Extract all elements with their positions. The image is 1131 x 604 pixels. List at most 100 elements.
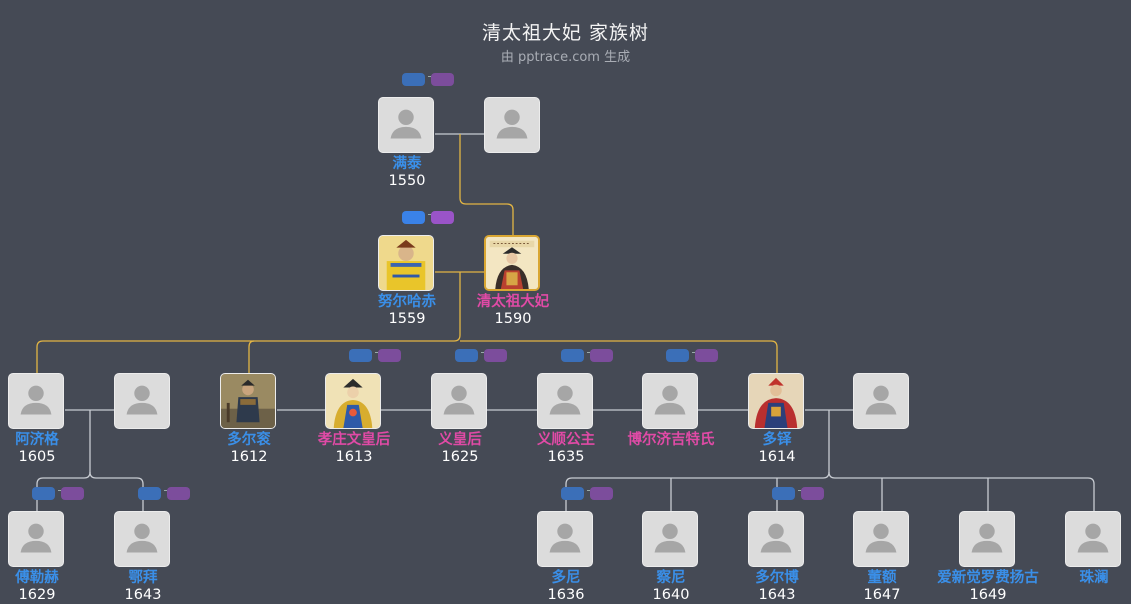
person-name[interactable]: 孝庄文皇后	[317, 432, 391, 448]
toggle-connector	[58, 490, 61, 491]
node-toggle-group	[402, 73, 462, 87]
person-avatar-placeholder[interactable]	[114, 511, 170, 567]
expand-spouse-toggle[interactable]	[590, 349, 613, 362]
person-avatar-placeholder[interactable]	[114, 373, 170, 429]
person-avatar-placeholder[interactable]	[959, 511, 1015, 567]
descent-line	[248, 340, 255, 373]
person-name[interactable]: 多尔衮	[227, 432, 271, 448]
expand-spouse-toggle[interactable]	[590, 487, 613, 500]
person-name[interactable]: 博尔济吉特氏	[627, 432, 715, 448]
expand-ancestors-toggle[interactable]	[402, 73, 425, 86]
expand-spouse-toggle[interactable]	[695, 349, 718, 362]
node-toggle-group	[402, 211, 462, 225]
toggle-connector	[692, 352, 695, 353]
person-portrait[interactable]	[220, 373, 276, 429]
portrait-image	[486, 237, 538, 289]
person-silhouette-icon	[760, 523, 792, 553]
page-title: 清太祖大妃 家族树	[481, 22, 650, 44]
person-name[interactable]: 清太祖大妃	[476, 294, 550, 310]
person-avatar-placeholder[interactable]	[1065, 511, 1121, 567]
person-silhouette-icon	[390, 109, 422, 139]
birth-year: 1647	[863, 587, 901, 603]
birth-year: 1649	[969, 587, 1007, 603]
person-silhouette-icon	[443, 385, 475, 415]
expand-spouse-toggle[interactable]	[61, 487, 84, 500]
person-name[interactable]: 董额	[867, 570, 897, 586]
person-avatar-placeholder[interactable]	[748, 511, 804, 567]
toggle-connector	[587, 352, 590, 353]
person-portrait[interactable]	[378, 235, 434, 291]
expand-spouse-toggle[interactable]	[431, 211, 454, 224]
expand-ancestors-toggle[interactable]	[402, 211, 425, 224]
person-avatar-placeholder[interactable]	[537, 511, 593, 567]
expand-ancestors-toggle[interactable]	[32, 487, 55, 500]
page-subtitle: 由 pptrace.com 生成	[500, 50, 631, 65]
node-toggle-group	[32, 487, 92, 501]
person-name[interactable]: 满泰	[392, 156, 422, 172]
birth-year: 1559	[388, 311, 426, 327]
toggle-connector	[375, 352, 378, 353]
expand-spouse-toggle[interactable]	[167, 487, 190, 500]
toggle-connector	[798, 490, 801, 491]
person-name[interactable]: 爱新觉罗费扬古	[937, 570, 1039, 586]
person-avatar-placeholder[interactable]	[378, 97, 434, 153]
person-name[interactable]: 义皇后	[438, 432, 482, 448]
person-name[interactable]: 阿济格	[15, 432, 59, 448]
portrait-image	[326, 374, 380, 428]
person-silhouette-icon	[1077, 523, 1109, 553]
toggle-connector	[428, 214, 431, 215]
child-line	[828, 471, 1095, 511]
birth-year: 1643	[124, 587, 162, 603]
person-portrait[interactable]	[484, 235, 540, 291]
portrait-image	[749, 374, 803, 428]
person-avatar-placeholder[interactable]	[642, 373, 698, 429]
birth-year: 1635	[547, 449, 585, 465]
portrait-image	[221, 374, 275, 428]
birth-year: 1550	[388, 173, 426, 189]
person-name[interactable]: 多尼	[551, 570, 581, 586]
person-avatar-placeholder[interactable]	[431, 373, 487, 429]
person-avatar-placeholder[interactable]	[853, 373, 909, 429]
portrait-image	[379, 236, 433, 290]
expand-spouse-toggle[interactable]	[801, 487, 824, 500]
person-name[interactable]: 傅勒赫	[15, 570, 59, 586]
toggle-connector	[587, 490, 590, 491]
expand-ancestors-toggle[interactable]	[138, 487, 161, 500]
person-avatar-placeholder[interactable]	[8, 511, 64, 567]
person-portrait[interactable]	[748, 373, 804, 429]
expand-spouse-toggle[interactable]	[431, 73, 454, 86]
birth-year: 1625	[441, 449, 479, 465]
node-toggle-group	[138, 487, 198, 501]
person-name[interactable]: 义顺公主	[537, 432, 595, 448]
expand-ancestors-toggle[interactable]	[349, 349, 372, 362]
birth-year: 1636	[547, 587, 585, 603]
person-avatar-placeholder[interactable]	[8, 373, 64, 429]
person-portrait[interactable]	[325, 373, 381, 429]
toggle-connector	[428, 76, 431, 77]
expand-ancestors-toggle[interactable]	[772, 487, 795, 500]
person-silhouette-icon	[865, 385, 897, 415]
person-silhouette-icon	[549, 523, 581, 553]
expand-ancestors-toggle[interactable]	[455, 349, 478, 362]
expand-ancestors-toggle[interactable]	[666, 349, 689, 362]
birth-year: 1640	[652, 587, 690, 603]
person-silhouette-icon	[20, 385, 52, 415]
person-name[interactable]: 多铎	[762, 432, 792, 448]
expand-ancestors-toggle[interactable]	[561, 487, 584, 500]
person-name[interactable]: 鄂拜	[128, 570, 158, 586]
person-name[interactable]: 珠澜	[1079, 570, 1109, 586]
person-silhouette-icon	[654, 385, 686, 415]
person-name[interactable]: 努尔哈赤	[378, 294, 436, 310]
person-avatar-placeholder[interactable]	[537, 373, 593, 429]
person-avatar-placeholder[interactable]	[853, 511, 909, 567]
expand-spouse-toggle[interactable]	[378, 349, 401, 362]
person-silhouette-icon	[126, 385, 158, 415]
expand-ancestors-toggle[interactable]	[561, 349, 584, 362]
person-name[interactable]: 多尔博	[755, 570, 799, 586]
expand-spouse-toggle[interactable]	[484, 349, 507, 362]
person-silhouette-icon	[971, 523, 1003, 553]
person-name[interactable]: 察尼	[656, 570, 686, 586]
person-avatar-placeholder[interactable]	[642, 511, 698, 567]
person-avatar-placeholder[interactable]	[484, 97, 540, 153]
